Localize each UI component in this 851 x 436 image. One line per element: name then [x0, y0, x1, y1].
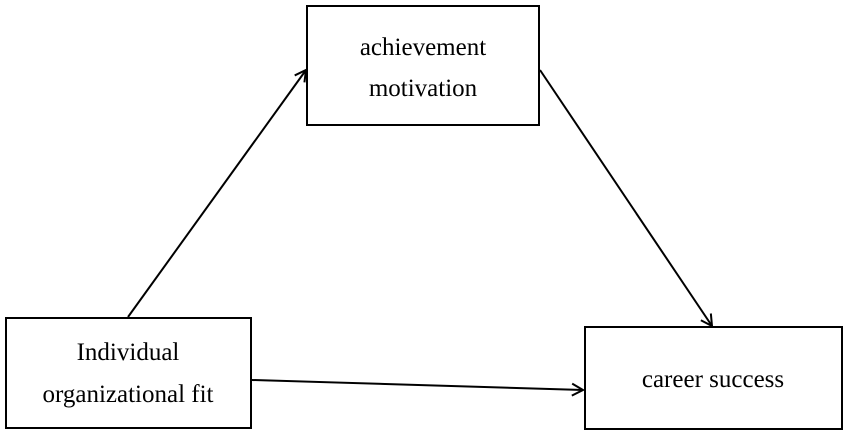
node-individual-organizational-fit-line2: organizational fit: [42, 381, 213, 408]
arrow-fit-to-success: [251, 379, 583, 390]
node-career-success: career success: [584, 326, 843, 430]
arrow-motivation-to-success: [539, 69, 712, 326]
node-individual-organizational-fit-line1: Individual: [77, 339, 180, 366]
node-achievement-motivation-line2: motivation: [369, 75, 478, 102]
node-achievement-motivation-line1: achievement: [360, 34, 486, 61]
node-career-success-label: career success: [642, 366, 784, 393]
node-individual-organizational-fit: Individual organizational fit: [5, 317, 252, 429]
node-achievement-motivation: achievement motivation: [306, 5, 540, 126]
arrow-fit-to-motivation: [127, 70, 306, 318]
